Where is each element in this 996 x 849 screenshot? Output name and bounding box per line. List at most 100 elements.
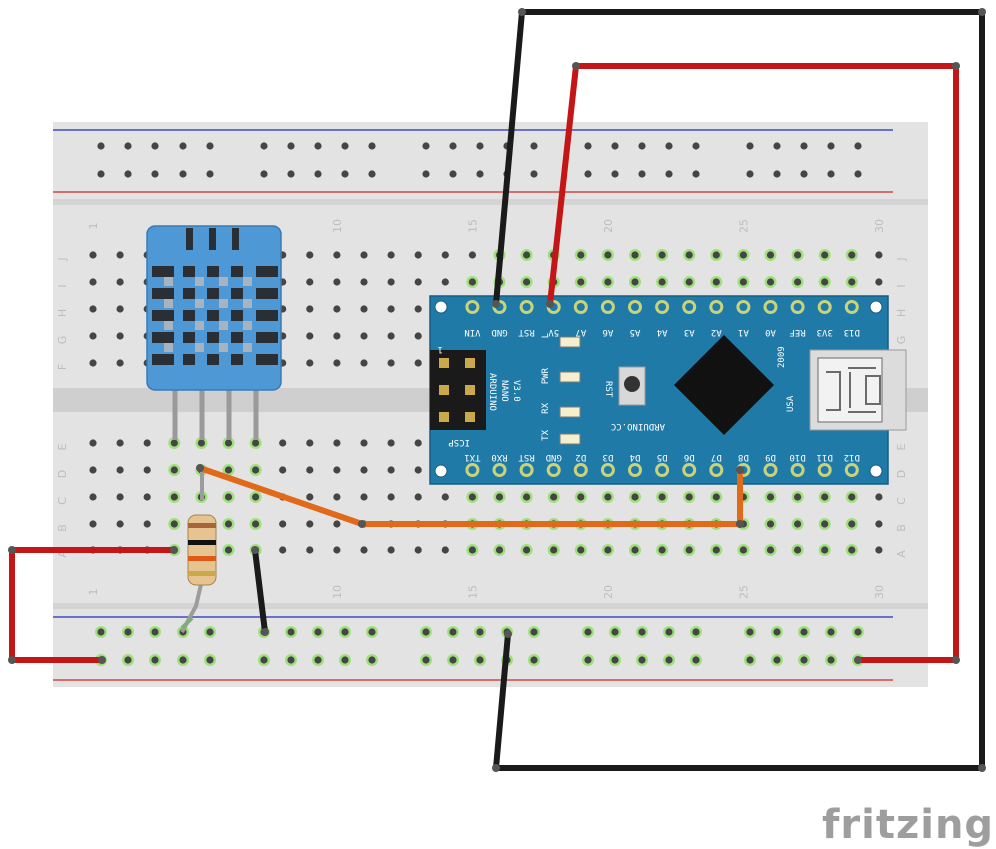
wire-endpoint [978,8,986,16]
breadboard-hole [360,493,368,501]
breadboard-hole [414,493,422,501]
grille-hole [231,288,243,299]
reset-button-label: RST [603,381,613,398]
grille-slot [256,310,278,321]
nano-bottom-pin-hole [522,466,531,474]
breadboard-hole [631,251,639,259]
black-wire-ground-loop [493,9,985,771]
breadboard-hole [360,251,368,259]
rail-hole [314,656,322,664]
nano-top-pin-label: A1 [738,327,749,337]
breadboard-hole [116,493,124,501]
breadboard-hole [631,278,639,286]
rail-hole [638,170,646,178]
rail-hole [368,656,376,664]
rail-hole [206,628,214,636]
breadboard-hole [821,520,829,528]
breadboard-hole [414,332,422,340]
breadboard-hole [821,278,829,286]
rail-hole [854,142,862,150]
rail-hole [827,656,835,664]
nano-top-pin-hole [658,303,667,311]
breadboard-hole [116,466,124,474]
rail-hole [773,170,781,178]
column-number: 1 [87,223,100,230]
breadboard-hole [360,439,368,447]
rail-hole [341,628,349,636]
breadboard-hole [89,251,97,259]
row-letter: D [56,470,69,478]
row-letter: H [895,309,908,317]
nano-top-pin-label: A6 [602,327,613,337]
icsp-pins [439,358,475,422]
rail-hole [124,628,132,636]
breadboard-hole [170,520,178,528]
breadboard-rail-divider-bottom [53,603,928,609]
nano-top-pin-label: 5V [548,327,559,337]
breadboard-hole [252,439,260,447]
wire-endpoint [170,546,178,554]
nano-top-pin-hole [847,303,856,311]
row-letter: A [56,550,69,558]
icsp-label: ICSP [448,437,470,447]
sensor-top-slot-1 [186,228,193,250]
icsp-pin [465,358,475,368]
resistor-lead-end [180,616,194,630]
wire-endpoint [952,656,960,664]
grille-gray [243,299,252,308]
breadboard-hole [333,332,341,340]
nano-top-pin-hole [603,303,612,311]
column-number: 15 [466,585,479,599]
rail-hole [341,656,349,664]
rail-hole [638,656,646,664]
breadboard-hole [523,278,531,286]
grille-gray [219,299,228,308]
wire-endpoint [572,62,580,70]
nano-bottom-pin-label: D11 [817,452,833,462]
rail-hole [800,170,808,178]
breadboard-hole [89,493,97,501]
grille-gray [195,343,204,352]
breadboard-hole [794,278,802,286]
arduino-year: 2009 [777,346,787,368]
breadboard-hole [523,546,531,554]
nano-bottom-pin-label: D2 [575,452,586,462]
breadboard-hole [306,278,314,286]
breadboard-hole [197,439,205,447]
breadboard-hole [252,466,260,474]
rail-hole [611,628,619,636]
rail-hole [151,656,159,664]
nano-top-pin-label: A2 [711,327,722,337]
grille-hole [231,310,243,321]
wire-endpoint [8,656,16,664]
rail-hole [124,142,132,150]
nano-top-pin-hole [576,303,585,311]
breadboard-hole [441,493,449,501]
column-number: 30 [873,585,886,599]
nano-bottom-pin-hole [631,466,639,474]
grille-gray [243,277,252,286]
breadboard-hole [360,359,368,367]
breadboard-hole [766,493,775,501]
row-letter: E [895,443,908,450]
nano-top-pin-label: VIN [464,327,480,337]
rail-hole [530,656,538,664]
breadboard-hole [224,546,233,554]
rail-hole [476,142,484,150]
icsp-header [430,350,486,430]
breadboard-hole [821,251,829,259]
rail-hole [449,142,457,150]
breadboard-hole [468,251,476,259]
row-letter: A [895,550,908,558]
breadboard-hole [333,278,341,286]
row-letter: B [895,524,908,532]
breadboard-hole [116,332,124,340]
breadboard-hole [387,546,395,554]
breadboard-hole [468,546,476,554]
column-number: 20 [602,219,615,233]
breadboard-hole [333,251,341,259]
sensor-grille [152,266,278,365]
breadboard-hole [306,546,314,554]
grille-slot [152,332,174,343]
rail-hole [584,628,592,636]
